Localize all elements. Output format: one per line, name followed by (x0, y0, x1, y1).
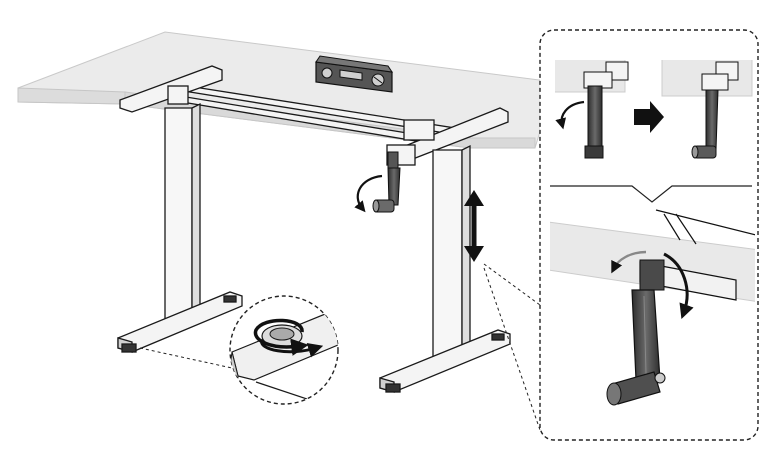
crank-unfold-step (550, 209, 755, 406)
spirit-level-icon (315, 55, 394, 93)
crank-handle-icon (372, 151, 401, 213)
rotate-arrow-icon (555, 100, 585, 130)
height-adjust-arrow-icon (464, 190, 484, 262)
foot-leveler-zoom (139, 295, 339, 405)
desk-frame (119, 65, 509, 166)
rotate-arrow-icon (253, 318, 309, 356)
rotate-arrow-icon (611, 250, 647, 274)
rotate-arrow-icon (663, 252, 694, 320)
rotate-arrow-icon (354, 174, 383, 213)
left-leg (117, 102, 243, 353)
right-leg (379, 144, 511, 393)
next-step-arrow-icon (634, 101, 664, 133)
crank-fold-step (555, 60, 753, 159)
